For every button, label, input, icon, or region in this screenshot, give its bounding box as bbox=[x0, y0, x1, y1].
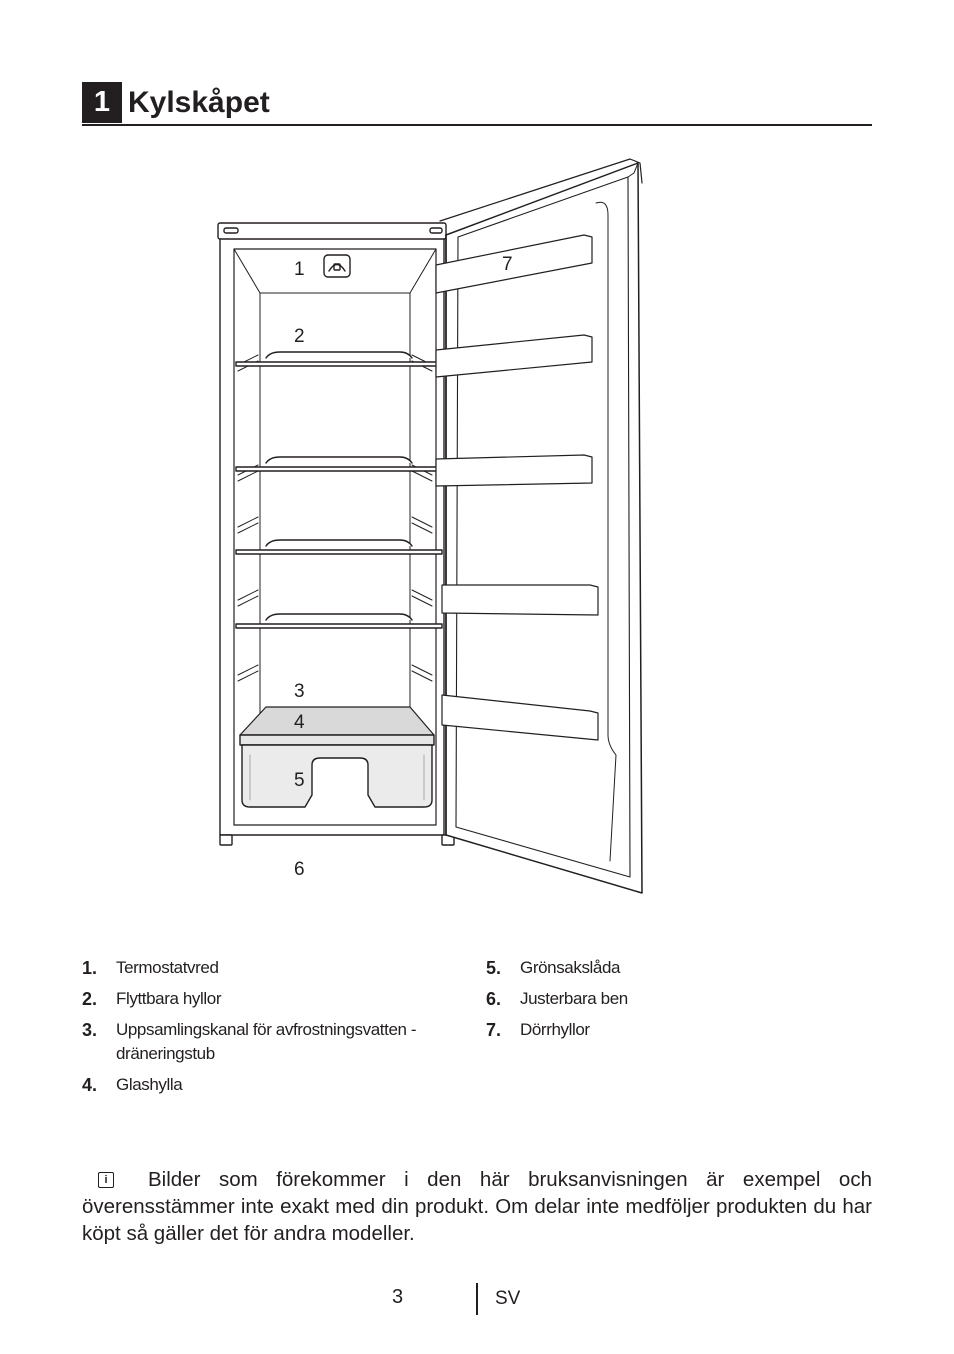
legend-right-column: 5. Grönsakslåda 6. Justerbara ben 7. Dör… bbox=[486, 956, 846, 1049]
section-header: 1 Kylskåpet bbox=[82, 82, 872, 126]
legend-number: 1. bbox=[82, 958, 98, 978]
legend-number: 2. bbox=[82, 989, 98, 1009]
note-text: Bilder som förekommer i den här bruksanv… bbox=[82, 1168, 872, 1245]
legend-text: Termostatvred bbox=[116, 958, 219, 977]
legend-text: Grönsakslåda bbox=[520, 958, 621, 977]
callout-4: 4 bbox=[294, 712, 305, 733]
language-code: SV bbox=[495, 1288, 521, 1309]
callout-1: 1 bbox=[294, 259, 305, 280]
shelves bbox=[235, 351, 443, 629]
thermostat-knob bbox=[323, 254, 351, 278]
fridge-drawing bbox=[217, 158, 643, 894]
legend-item: 2. Flyttbara hyllor bbox=[82, 987, 472, 1011]
legend-item: 3. Uppsamlingskanal för avfrostningsvatt… bbox=[82, 1018, 472, 1066]
adjustable-feet bbox=[219, 834, 455, 846]
glass-shelf bbox=[239, 706, 435, 736]
legend-number: 5. bbox=[486, 958, 502, 978]
legend-item: 1. Termostatvred bbox=[82, 956, 472, 980]
shelf-supports bbox=[237, 354, 433, 682]
footer-divider bbox=[476, 1283, 478, 1315]
fridge-illustration: 1 2 3 4 5 6 7 bbox=[210, 155, 650, 905]
callout-6: 6 bbox=[294, 859, 305, 880]
legend-number: 6. bbox=[486, 989, 502, 1009]
section-number: 1 bbox=[82, 82, 122, 123]
legend-number: 7. bbox=[486, 1020, 502, 1040]
legend-text: Flyttbara hyllor bbox=[116, 989, 222, 1008]
callout-2: 2 bbox=[294, 326, 305, 347]
legend-text: Glashylla bbox=[116, 1075, 183, 1094]
callout-7: 7 bbox=[502, 254, 513, 275]
callout-5: 5 bbox=[294, 770, 305, 791]
legend-item: 4. Glashylla bbox=[82, 1073, 472, 1097]
legend-item: 5. Grönsakslåda bbox=[486, 956, 846, 980]
door-shelves bbox=[435, 234, 599, 741]
legend-text: Uppsamlingskanal för avfrostningsvatten … bbox=[116, 1020, 417, 1063]
legend-text: Justerbara ben bbox=[520, 989, 628, 1008]
legend-item: 7. Dörrhyllor bbox=[486, 1018, 846, 1042]
info-icon: i bbox=[98, 1172, 114, 1188]
legend-number: 3. bbox=[82, 1020, 98, 1040]
legend-item: 6. Justerbara ben bbox=[486, 987, 846, 1011]
page-number: 3 bbox=[392, 1286, 404, 1308]
cabinet-liner bbox=[233, 248, 437, 826]
legend-text: Dörrhyllor bbox=[520, 1020, 590, 1039]
callout-3: 3 bbox=[294, 681, 305, 702]
legend-left-column: 1. Termostatvred 2. Flyttbara hyllor 3. … bbox=[82, 956, 472, 1104]
crisper-drawer bbox=[239, 734, 435, 808]
cabinet-top bbox=[217, 222, 447, 240]
section-title: Kylskåpet bbox=[128, 86, 270, 119]
legend-number: 4. bbox=[82, 1075, 98, 1095]
